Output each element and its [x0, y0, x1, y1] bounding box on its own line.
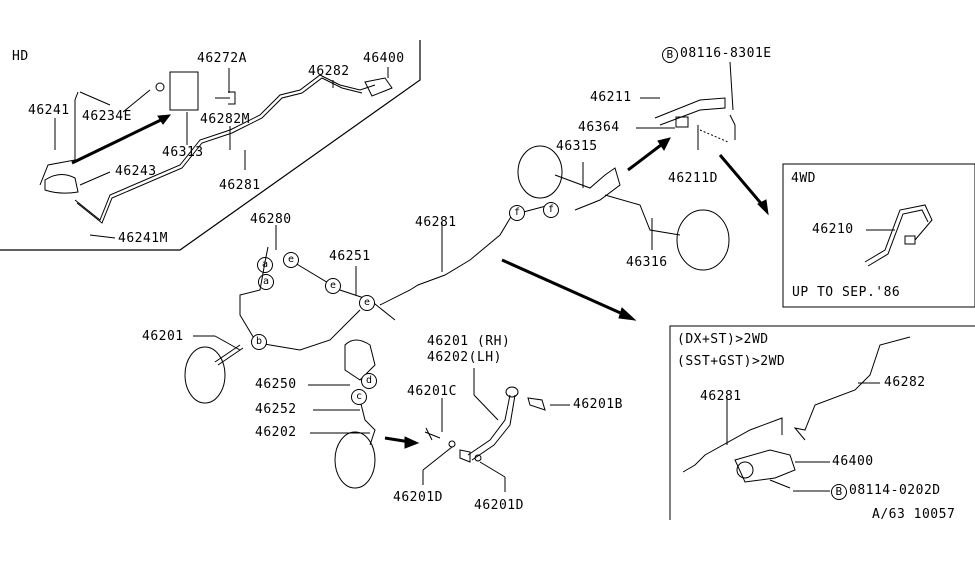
label-46251: 46251 — [329, 249, 371, 264]
label-46281-2wd: 46281 — [700, 389, 742, 404]
connector-d: d — [361, 373, 377, 389]
connector-f1: f — [509, 205, 525, 221]
4wd-panel-title: 4WD — [791, 171, 816, 186]
2wd-valve-46400 — [734, 449, 796, 483]
label-46313: 46313 — [162, 145, 204, 160]
bolt-badge: B — [662, 47, 678, 63]
label-46241: 46241 — [28, 103, 70, 118]
label-46234e: 46234E — [82, 109, 132, 124]
front-pipe-46251 — [289, 259, 396, 321]
label-46202: 46202 — [255, 425, 297, 440]
front-brake-pipe-46281 — [379, 214, 513, 306]
4wd-panel-note: UP TO SEP.'86 — [792, 285, 901, 300]
hd-bolt — [215, 91, 236, 105]
2wd-tube-46282 — [793, 336, 911, 441]
label-46282m: 46282M — [200, 112, 250, 127]
clip-46201b — [527, 397, 546, 411]
bolt-46201c — [424, 427, 441, 441]
rear-block-46364 — [675, 116, 689, 128]
rear-drum-right — [676, 209, 730, 271]
label-46281-hd: 46281 — [219, 178, 261, 193]
label-46202-lh: 46202(LH) — [427, 350, 502, 365]
rear-brake-pipe — [554, 167, 681, 236]
label-46316: 46316 — [626, 255, 668, 270]
label-46250: 46250 — [255, 377, 297, 392]
arrow-to-2wd — [501, 258, 626, 317]
connector-e3: e — [359, 295, 375, 311]
label-46282-2wd: 46282 — [884, 375, 926, 390]
label-46315: 46315 — [556, 139, 598, 154]
front-hose-right — [359, 399, 376, 446]
connector-f2: f — [543, 202, 559, 218]
footer-code: A/63 10057 — [872, 507, 956, 522]
4wd-part-46210 — [864, 204, 933, 267]
label-46201b: 46201B — [573, 397, 623, 412]
label-46201d-right: 46201D — [474, 498, 524, 513]
label-46282-hd: 46282 — [308, 64, 350, 79]
2wd-panel-title-1: (DX+ST)>2WD — [677, 332, 769, 347]
connector-e1: e — [283, 252, 299, 268]
4wd-panel-border — [782, 163, 975, 308]
label-46211d: 46211D — [668, 171, 718, 186]
connector-c: c — [351, 389, 367, 405]
connector-a2: a — [258, 274, 274, 290]
connector-e2: e — [325, 278, 341, 294]
label-46243: 46243 — [115, 164, 157, 179]
label-46201-rh: 46201 (RH) — [427, 334, 511, 349]
label-46211: 46211 — [590, 90, 632, 105]
hd-valve-46400 — [364, 77, 393, 97]
front-hose-46201 — [467, 394, 516, 461]
label-46241m: 46241M — [118, 231, 168, 246]
label-46280: 46280 — [250, 212, 292, 227]
hd-grommet — [155, 82, 165, 92]
front-rotor-left — [184, 346, 226, 404]
label-46201d-left: 46201D — [393, 490, 443, 505]
2wd-panel-border — [669, 325, 975, 520]
hd-brake-tube-2 — [76, 77, 363, 224]
arrow-to-4wd — [718, 154, 767, 209]
label-46252: 46252 — [255, 402, 297, 417]
label-46364: 46364 — [578, 120, 620, 135]
rear-bolt — [729, 114, 736, 140]
label-46210: 46210 — [812, 222, 854, 237]
label-46400-hd: 46400 — [363, 51, 405, 66]
label-46281-main: 46281 — [415, 215, 457, 230]
bolt-badge: B — [831, 484, 847, 500]
hd-block-46313 — [169, 71, 199, 111]
hd-panel-border — [0, 40, 421, 251]
connector-a1: a — [257, 257, 273, 273]
rear-hose-46211 — [654, 97, 726, 126]
bolt-part-number: 08116-8301E — [680, 46, 772, 61]
front-rotor-right — [334, 431, 376, 489]
rear-arrow — [627, 140, 666, 172]
connector-b: b — [251, 334, 267, 350]
2wd-panel-title-2: (SST+GST)>2WD — [677, 354, 786, 369]
2wd-tube-46281 — [682, 417, 783, 473]
hd-arrow — [71, 116, 166, 165]
label-46201c: 46201C — [407, 384, 457, 399]
label-46400-2wd: 46400 — [832, 454, 874, 469]
bolt-part-number: 08114-0202D — [849, 483, 941, 498]
hd-master-cyl — [44, 174, 79, 194]
hd-brake-tube — [74, 74, 376, 221]
label-46201: 46201 — [142, 329, 184, 344]
rear-drum-left — [517, 145, 563, 199]
hd-panel-title: HD — [12, 49, 29, 64]
label-46272a: 46272A — [197, 51, 247, 66]
